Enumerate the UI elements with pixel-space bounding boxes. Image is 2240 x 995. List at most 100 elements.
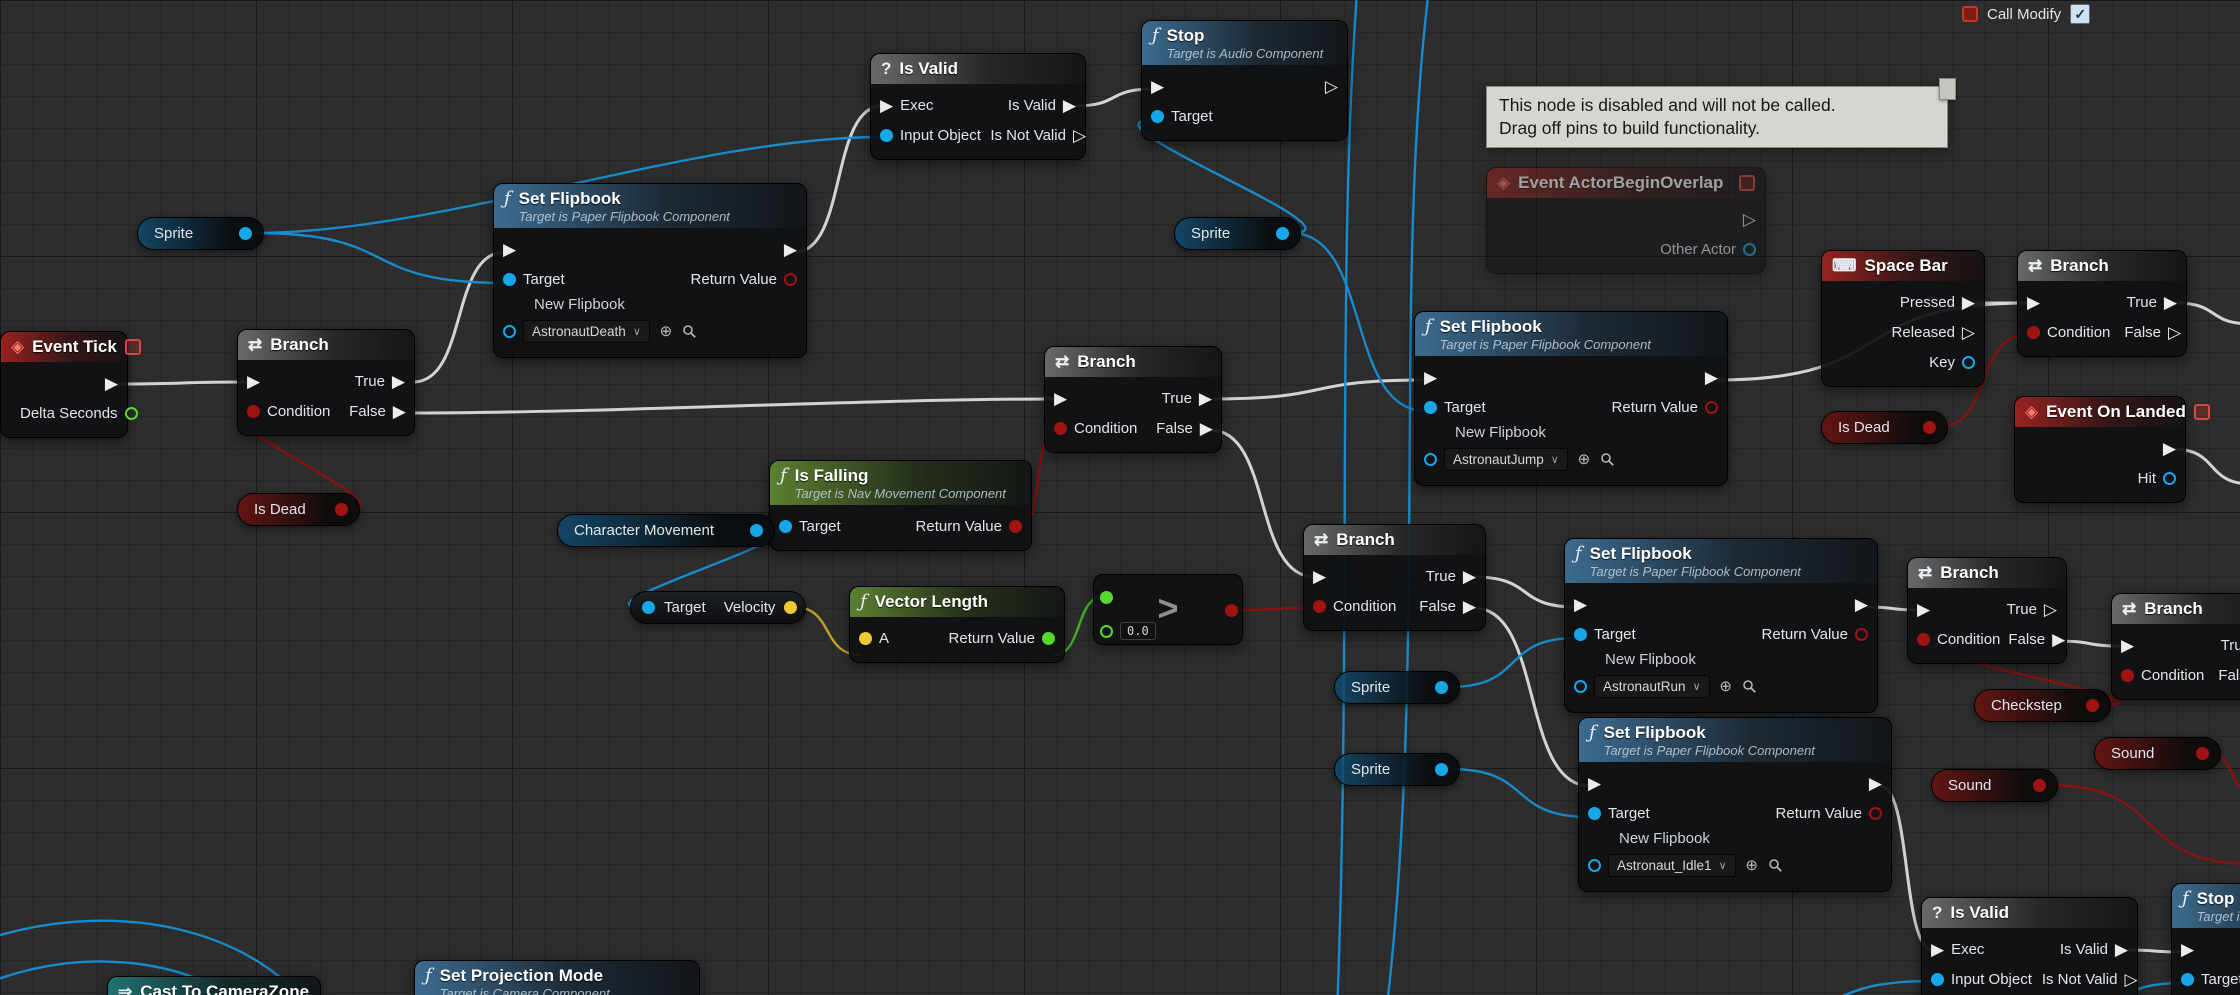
object-pin[interactable] (503, 324, 516, 338)
wire-exec[interactable] (1209, 428, 1316, 579)
object-pin[interactable] (1574, 679, 1587, 693)
exec-pin[interactable]: ▶ (247, 371, 261, 391)
wire-exec[interactable] (1209, 378, 1427, 401)
bool-pin[interactable] (335, 503, 348, 516)
exec-pin[interactable]: ▶ (1151, 76, 1165, 96)
variable-node-isdead-2[interactable]: Is Dead (1821, 411, 1948, 444)
wire-exec[interactable] (1473, 575, 1577, 609)
exec-pin[interactable]: ▶ (1588, 773, 1602, 793)
wire-object[interactable] (1750, 979, 1934, 995)
asset-combobox[interactable]: Astronaut_Idle1∨ (1608, 853, 1736, 877)
object-pin[interactable] (1424, 400, 1437, 414)
wire-exec[interactable] (2174, 301, 2240, 325)
object-pin[interactable] (1435, 763, 1448, 776)
browse-icon[interactable]: ⊕ (659, 323, 673, 340)
float-pin[interactable] (1100, 625, 1113, 638)
delegate-pin[interactable] (1739, 175, 1755, 191)
exec-pin[interactable]: ▶ (1054, 388, 1068, 408)
bool-pin[interactable] (1054, 421, 1067, 435)
node-greater[interactable]: >0.0 (1093, 574, 1243, 645)
object-pin[interactable] (642, 601, 655, 614)
wire-object[interactable] (253, 231, 506, 285)
wire-exec[interactable] (794, 104, 883, 254)
search-icon[interactable] (1768, 858, 1783, 873)
exec-pin[interactable]: ▶ (1931, 939, 1945, 959)
exec-pin[interactable]: ▶ (2052, 629, 2066, 649)
wire-exec[interactable] (115, 380, 250, 386)
object-pin[interactable] (750, 524, 763, 537)
wire-object[interactable] (1386, 0, 1430, 995)
exec-pin[interactable]: ▶ (1462, 566, 1476, 586)
asset-combobox[interactable]: AstronautJump∨ (1444, 447, 1568, 471)
object-pin[interactable] (1574, 627, 1587, 641)
exec-pin[interactable]: ▶ (1917, 599, 1931, 619)
bool-pin[interactable] (1313, 599, 1326, 613)
vector-pin[interactable] (859, 631, 872, 645)
exec-pin[interactable]: ▶ (1462, 596, 1476, 616)
bool-pin[interactable] (2086, 699, 2099, 712)
bool-pin[interactable] (2027, 325, 2040, 339)
variable-node-sound-1[interactable]: Sound (2094, 737, 2221, 770)
exec-pin[interactable]: ▶ (104, 373, 118, 393)
variable-node-character-movement[interactable]: Character Movement (557, 514, 775, 547)
wire-object[interactable] (1336, 0, 1358, 995)
object-pin[interactable] (880, 128, 893, 142)
exec-pin[interactable]: ▶ (1198, 388, 1212, 408)
wire-exec[interactable] (412, 397, 1057, 415)
node-event-actorbeginoverlap[interactable]: ◈Event ActorBeginOverlap▷Other Actor (1486, 167, 1766, 274)
exec-pin[interactable]: ▶ (2163, 292, 2177, 312)
wire-bool[interactable] (1230, 606, 1316, 612)
wire-object[interactable] (1449, 767, 1591, 819)
exec-pin[interactable]: ▶ (2027, 292, 2041, 312)
bool-pin[interactable] (1917, 632, 1930, 646)
object-pin[interactable] (1588, 858, 1601, 872)
delegate-pin[interactable] (124, 339, 141, 355)
wire-object[interactable] (2060, 981, 2184, 995)
object-pin[interactable] (779, 519, 792, 533)
bool-pin[interactable] (1225, 604, 1238, 617)
node-event-tick[interactable]: ◈Event Tick▶Delta Seconds (0, 331, 141, 438)
object-pin[interactable] (1276, 227, 1289, 240)
exec-pin[interactable]: ▶ (783, 239, 797, 259)
bool-pin[interactable] (784, 272, 797, 286)
exec-pin[interactable]: ▶ (1199, 418, 1213, 438)
float-pin[interactable] (1100, 591, 1113, 604)
delegate-pin-icon[interactable] (1962, 6, 1978, 22)
exec-pin[interactable]: ▶ (2121, 635, 2135, 655)
exec-pin[interactable]: ▶ (2162, 438, 2176, 458)
exec-pin[interactable]: ▷ (1324, 76, 1338, 96)
variable-node-isdead-1[interactable]: Is Dead (237, 493, 360, 526)
wire-object[interactable] (1137, 118, 1307, 235)
exec-pin[interactable]: ▶ (1961, 292, 1975, 312)
wire-bool[interactable] (2047, 783, 2240, 865)
variable-node-sprite-2[interactable]: Sprite (1174, 217, 1301, 250)
exec-pin[interactable]: ▷ (2043, 599, 2057, 619)
exec-pin[interactable]: ▶ (1854, 594, 1868, 614)
search-icon[interactable] (1742, 679, 1757, 694)
float-pin[interactable] (1042, 631, 1055, 645)
exec-pin[interactable]: ▶ (2114, 939, 2128, 959)
bool-pin[interactable] (1923, 421, 1936, 434)
exec-pin[interactable]: ▶ (880, 95, 894, 115)
browse-icon[interactable]: ⊕ (1745, 857, 1758, 874)
bool-pin[interactable] (1705, 400, 1718, 414)
wire-exec[interactable] (412, 250, 506, 384)
exec-pin[interactable]: ▶ (392, 401, 406, 421)
wire-object[interactable] (1290, 231, 1427, 413)
exec-pin[interactable]: ▷ (1742, 209, 1756, 229)
bool-pin[interactable] (2121, 668, 2134, 682)
